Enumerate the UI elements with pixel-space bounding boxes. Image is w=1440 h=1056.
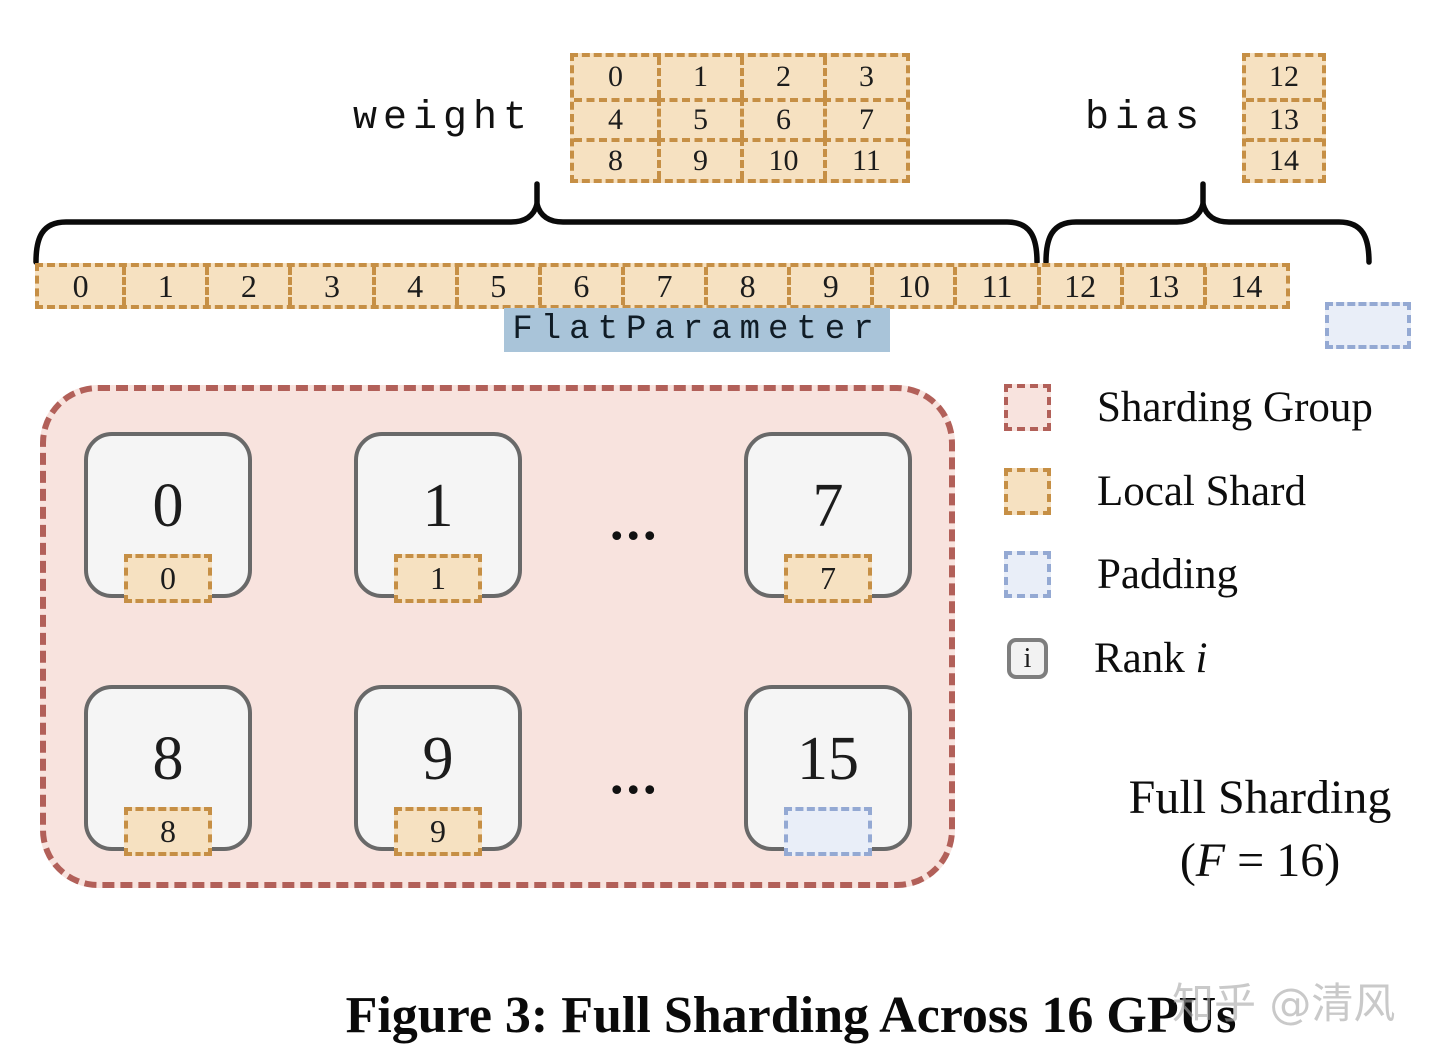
full-sharding-line2: (F = 16) xyxy=(1080,829,1440,892)
weight-cell: 2 xyxy=(740,57,823,98)
weight-cell: 10 xyxy=(740,138,823,179)
factor-value: = 16) xyxy=(1225,834,1341,888)
flat-cell: 10 xyxy=(870,267,953,305)
bias-label: bias xyxy=(1085,96,1206,141)
rank-label-italic: i xyxy=(1195,635,1208,682)
bias-cell: 13 xyxy=(1246,97,1322,139)
legend-item-rank: i Rank i xyxy=(1004,634,1207,683)
weight-cell: 6 xyxy=(740,97,823,139)
flat-cell: 14 xyxy=(1202,267,1286,305)
flat-cell: 1 xyxy=(122,267,205,305)
rank-number: 15 xyxy=(797,724,859,793)
rank-number: 8 xyxy=(152,724,184,793)
flat-parameter-row: 0 1 2 3 4 5 6 7 8 9 10 11 12 13 14 xyxy=(35,263,1290,309)
weight-cell: 3 xyxy=(823,57,906,98)
flat-cell: 7 xyxy=(620,267,704,305)
weight-cell: 7 xyxy=(823,97,906,139)
rank-box-8: 8 8 xyxy=(84,685,252,856)
flat-padding-cell xyxy=(1325,302,1411,349)
flat-cell: 3 xyxy=(288,267,371,305)
flat-cell: 5 xyxy=(454,267,538,305)
bias-tensor-grid: 12 13 14 xyxy=(1242,53,1326,183)
paren-open: ( xyxy=(1179,834,1196,888)
flat-cell: 4 xyxy=(371,267,455,305)
weight-cell: 9 xyxy=(657,138,740,179)
weight-brace xyxy=(33,201,1040,265)
watermark: 知乎 @清风 xyxy=(1172,979,1396,1028)
rank-swatch-icon: i xyxy=(1007,638,1048,679)
figure-caption: Figure 3: Full Sharding Across 16 GPUs xyxy=(345,987,1237,1044)
legend-item-local-shard: Local Shard xyxy=(1004,467,1306,516)
bias-cell: 14 xyxy=(1246,138,1322,179)
weight-cell: 0 xyxy=(608,60,623,94)
flat-cell: 11 xyxy=(953,267,1036,305)
factor-symbol: F xyxy=(1195,834,1226,888)
legend-label: Padding xyxy=(1097,551,1238,598)
full-sharding-line1: Full Sharding xyxy=(1128,771,1392,824)
local-shard-cell: 8 xyxy=(124,807,212,856)
rank-number: 7 xyxy=(812,471,844,540)
legend-label: Sharding Group xyxy=(1097,384,1373,431)
local-shard-cell: 0 xyxy=(124,554,212,603)
flat-cell: 9 xyxy=(787,267,870,305)
weight-cell: 11 xyxy=(823,138,906,179)
padding-shard-cell xyxy=(784,807,872,856)
rank-label-text: Rank xyxy=(1094,635,1196,682)
sharding-group: 0 0 1 1 ... 7 7 8 8 9 9 ... 15 xyxy=(40,385,955,888)
local-shard-cell: 7 xyxy=(784,554,872,603)
padding-swatch-icon xyxy=(1004,551,1051,598)
flat-parameter-label: FlatParameter xyxy=(504,308,890,352)
weight-label: weight xyxy=(353,96,534,141)
rank-box-1: 1 1 xyxy=(354,432,522,603)
local-shard-swatch-icon xyxy=(1004,468,1051,515)
bias-cell: 12 xyxy=(1269,60,1299,94)
weight-tensor-grid: 0 1 2 3 4 5 6 7 8 9 10 11 xyxy=(570,53,910,183)
weight-cell: 4 xyxy=(574,97,657,139)
weight-cell: 1 xyxy=(657,57,740,98)
rank-number: 9 xyxy=(422,724,454,793)
rank-number: 1 xyxy=(422,471,454,540)
legend-item-padding: Padding xyxy=(1004,550,1238,599)
rank-box-15: 15 xyxy=(744,685,912,856)
local-shard-cell: 1 xyxy=(394,554,482,603)
full-sharding-annotation: Full Sharding (F = 16) xyxy=(1080,766,1440,893)
flat-cell: 2 xyxy=(205,267,288,305)
local-shard-cell: 9 xyxy=(394,807,482,856)
legend-item-sharding-group: Sharding Group xyxy=(1004,383,1373,432)
legend-label: Local Shard xyxy=(1097,468,1306,515)
flat-cell: 6 xyxy=(537,267,621,305)
weight-cell: 5 xyxy=(657,97,740,139)
bias-brace xyxy=(1043,201,1372,265)
flat-cell: 13 xyxy=(1119,267,1203,305)
legend-label: Rank i xyxy=(1094,634,1207,683)
rank-box-9: 9 9 xyxy=(354,685,522,856)
rank-number: 0 xyxy=(152,471,184,540)
flat-cell: 12 xyxy=(1036,267,1120,305)
flat-cell: 8 xyxy=(704,267,787,305)
sharding-group-swatch-icon xyxy=(1004,384,1051,431)
flat-cell: 0 xyxy=(72,267,89,304)
rank-box-7: 7 7 xyxy=(744,432,912,603)
rank-box-0: 0 0 xyxy=(84,432,252,603)
weight-cell: 8 xyxy=(574,138,657,179)
